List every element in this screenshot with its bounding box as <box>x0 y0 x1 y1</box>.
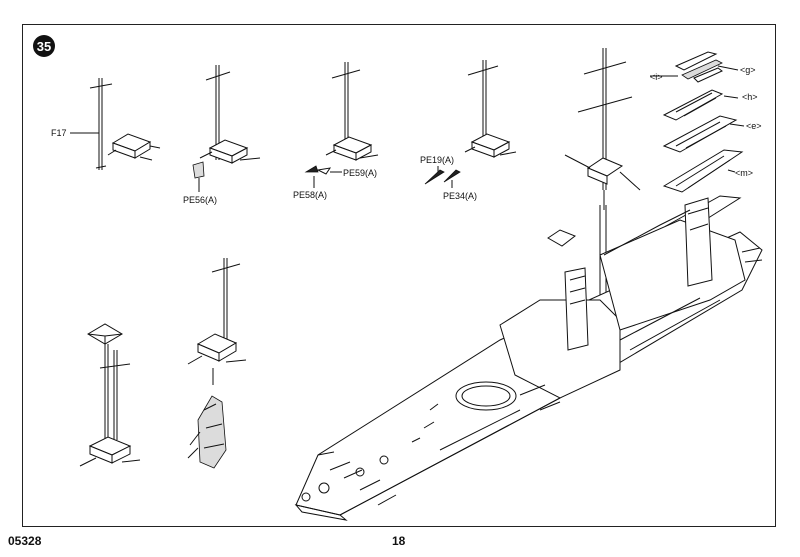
label-pe56: PE56(A) <box>183 195 217 205</box>
label-f17: F17 <box>51 128 67 138</box>
main-mast <box>564 48 641 330</box>
mast-step-3 <box>304 62 379 188</box>
mast-step-4 <box>424 60 517 188</box>
label-pe19: PE19(A) <box>420 155 454 165</box>
mast-step-2 <box>192 65 261 192</box>
ship-hull <box>294 197 763 521</box>
label-pe34: PE34(A) <box>443 191 477 201</box>
boat-i-part <box>674 51 718 71</box>
label-pe58: PE58(A) <box>293 190 327 200</box>
step-number-badge: 35 <box>33 35 55 57</box>
page-number: 18 <box>392 534 406 548</box>
mast-step-6 <box>187 258 247 469</box>
instruction-frame <box>22 24 776 527</box>
label-boat-i: <i> <box>650 72 663 82</box>
label-boat-h: <h> <box>742 92 758 102</box>
mast-step-1 <box>70 78 161 170</box>
label-boat-m: <m> <box>735 168 753 178</box>
mast-step-5 <box>79 323 141 467</box>
label-boat-g: <g> <box>740 65 756 75</box>
label-pe59: PE59(A) <box>343 168 377 178</box>
product-code: 05328 <box>8 534 42 548</box>
label-boat-e: <e> <box>746 121 762 131</box>
